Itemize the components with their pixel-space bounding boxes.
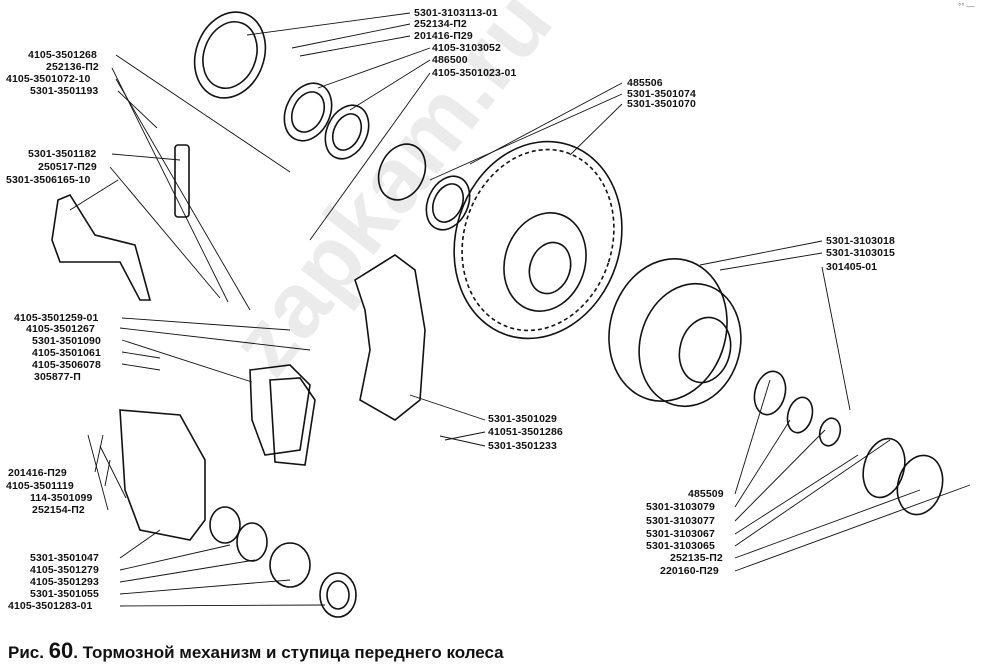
part-label: 5301-3103018 — [826, 235, 895, 247]
figure-caption: Рис. 60. Тормозной механизм и ступица пе… — [8, 638, 504, 664]
wheel-hub — [608, 258, 742, 408]
part-label: 4105-3501268 — [28, 49, 97, 61]
brake-disc — [453, 140, 623, 340]
part-label: 4105-3506078 — [32, 359, 101, 371]
part-label: 5301-3501233 — [488, 440, 557, 452]
part-label: 4105-3103052 — [432, 42, 501, 54]
part-label: 5301-3103065 — [646, 540, 715, 552]
caption-number: 60 — [48, 638, 74, 663]
caliper-bracket — [354, 254, 426, 421]
part-label: 5301-3103079 — [646, 501, 715, 513]
part-label: 252135-П2 — [670, 552, 723, 564]
part-label: 485509 — [688, 488, 724, 500]
part-label: 252136-П2 — [46, 61, 99, 73]
part-label: 5301-3506165-10 — [6, 174, 91, 186]
part-label: 5301-3103077 — [646, 515, 715, 527]
part-label: 5301-3501047 — [30, 552, 99, 564]
part-label: 301405-01 — [826, 261, 878, 273]
part-label: 4105-3501259-01 — [14, 312, 99, 324]
piston-rings — [209, 506, 357, 618]
part-label: 250517-П29 — [38, 161, 97, 173]
dust-shield — [193, 11, 267, 99]
part-label: 201416-П29 — [414, 30, 473, 42]
part-label: 305877-П — [34, 371, 81, 383]
part-label: 252154-П2 — [32, 504, 85, 516]
part-label: 4105-3501061 — [32, 347, 101, 359]
hub-rings — [753, 370, 944, 516]
part-label: 4105-3501283-01 — [8, 600, 93, 612]
brake-pad-backplate — [269, 377, 316, 466]
part-label: 486500 — [432, 54, 468, 66]
part-label: 201416-П29 — [8, 467, 67, 479]
leader-lines — [69, 12, 971, 607]
part-label: 252134-П2 — [414, 18, 467, 30]
part-label: 4105-3501279 — [30, 564, 99, 576]
part-label: 4105-3501072-10 — [6, 73, 91, 85]
part-label: 5301-3501055 — [30, 588, 99, 600]
part-label: 5301-3103067 — [646, 528, 715, 540]
part-label: 5301-3501182 — [28, 148, 97, 160]
part-label: 5301-3103113-01 — [414, 7, 498, 19]
part-label: 5301-3501074 — [627, 88, 696, 100]
part-label: 5301-3501090 — [32, 335, 101, 347]
part-label: 220160-П29 — [660, 565, 719, 577]
part-label: 485506 — [627, 77, 663, 89]
part-label: 114-3501099 — [30, 492, 93, 504]
brake-pad — [249, 364, 311, 456]
part-label: 5301-3501029 — [488, 413, 557, 425]
mounting-bracket — [51, 194, 152, 301]
part-label: 5301-3103015 — [826, 247, 895, 259]
caption-text: . Тормозной механизм и ступица переднего… — [73, 643, 504, 662]
part-label: 4105-3501119 — [6, 480, 74, 492]
corner-mark: °° — — [958, 2, 975, 11]
part-label: 4105-3501267 — [26, 323, 95, 335]
caption-prefix: Рис. — [8, 643, 44, 662]
part-label: 5301-3501070 — [627, 98, 696, 110]
plate — [174, 144, 190, 218]
part-label: 4105-3501293 — [30, 576, 99, 588]
part-label: 41051-3501286 — [488, 426, 563, 438]
part-label: 5301-3501193 — [30, 85, 99, 97]
part-label: 4105-3501023-01 — [432, 67, 517, 79]
caliper-body — [119, 409, 206, 541]
seal-rings — [283, 82, 471, 231]
